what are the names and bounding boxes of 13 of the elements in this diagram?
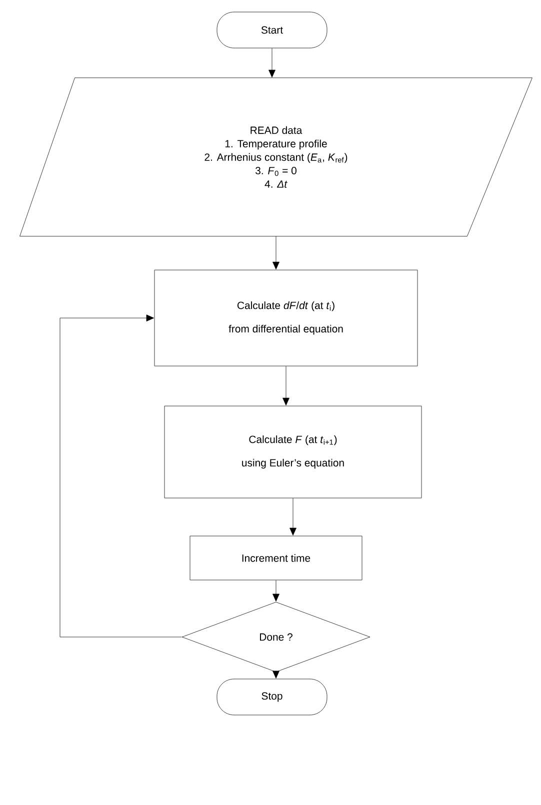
process-box: Increment time — [190, 536, 362, 580]
process-box: Calculate F (at t$_{i+1}$) using Euler’s equation — [164, 406, 422, 498]
terminal-box: Stop — [216, 678, 328, 716]
arrow — [60, 314, 182, 638]
terminal-box: Start — [216, 12, 328, 48]
arrow — [268, 48, 276, 78]
input-parallelogram: READ data 1. Temperature profile 2. Arrhenius constant (E$_{a}$, K$_{ref}$) 3. F$_{0}$ = 0 4. Δt — [20, 78, 532, 236]
arrow — [272, 670, 280, 678]
arrow — [290, 498, 296, 536]
arrow — [272, 580, 280, 602]
arrow — [272, 236, 280, 270]
process-box: Calculate dF/dt (at t$_{i}$) from differential equation — [154, 270, 418, 366]
arrow — [282, 366, 290, 406]
